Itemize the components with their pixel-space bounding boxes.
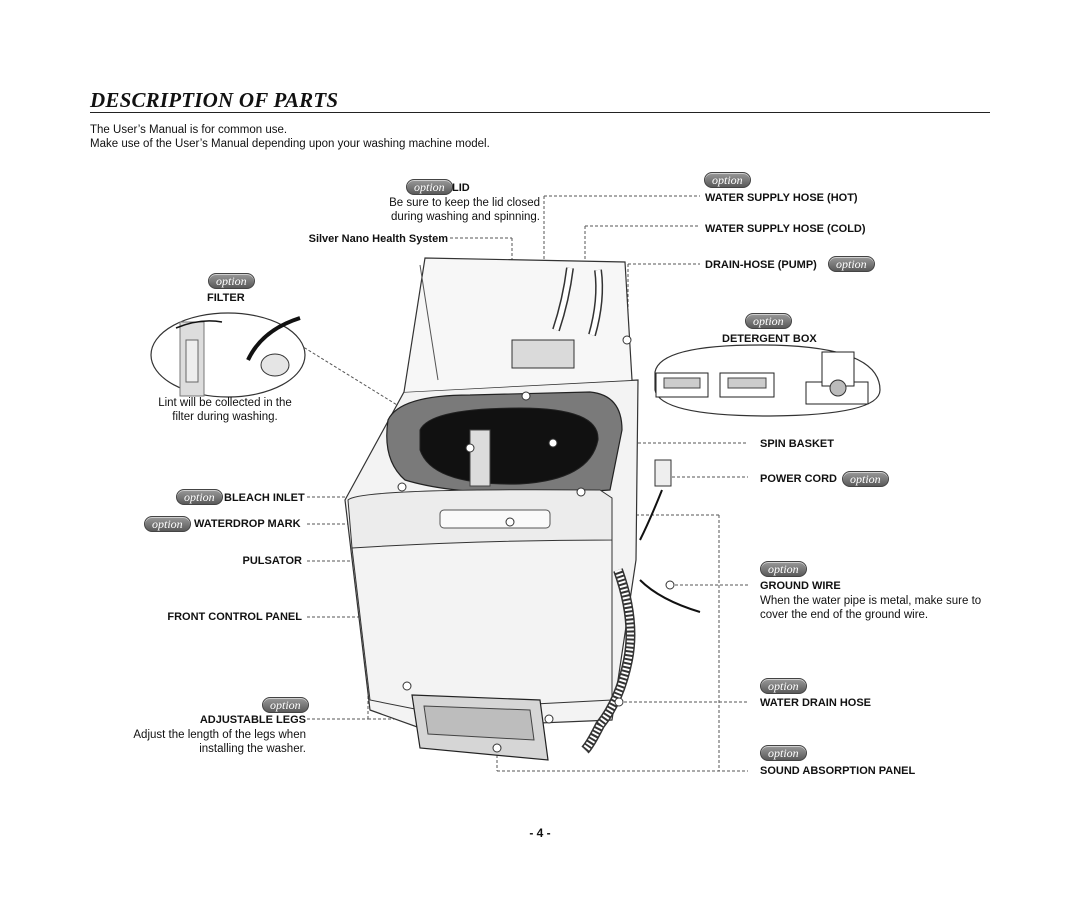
option-badge-ground-wire: option — [760, 561, 807, 577]
front-control-panel-label: FRONT CONTROL PANEL — [167, 611, 302, 623]
intro-line-1: The User’s Manual is for common use. — [90, 124, 288, 136]
pulsator-label: PULSATOR — [242, 555, 303, 567]
option-badge-waterdrop: option — [144, 516, 191, 532]
option-badge-drain-pump: option — [828, 256, 875, 272]
option-badge-power-cord: option — [842, 471, 889, 487]
lid-note-line-2: during washing and spinning. — [391, 211, 540, 223]
water-supply-cold-label: WATER SUPPLY HOSE (COLD) — [705, 223, 866, 235]
option-badge-bleach: option — [176, 489, 223, 505]
intro-line-2: Make use of the User’s Manual depending … — [90, 138, 490, 150]
silver-nano-label: Silver Nano Health System — [308, 233, 448, 245]
legs-note-line-1: Adjust the length of the legs when — [133, 729, 306, 741]
option-badge-water-drain: option — [760, 678, 807, 694]
detergent-box-label: DETERGENT BOX — [722, 333, 817, 345]
callout-dots — [397, 335, 675, 753]
water-supply-hot-label: WATER SUPPLY HOSE (HOT) — [705, 192, 858, 204]
water-drain-hose-label: WATER DRAIN HOSE — [760, 697, 872, 709]
filter-label: FILTER — [207, 292, 245, 304]
option-badge-sound-panel: option — [760, 745, 807, 761]
ground-note-line-1: When the water pipe is metal, make sure … — [760, 595, 982, 607]
title-rule — [90, 112, 990, 113]
option-badge-detergent: option — [745, 313, 792, 329]
bleach-inlet-label: BLEACH INLET — [224, 492, 305, 504]
adjustable-legs-label: ADJUSTABLE LEGS — [199, 714, 306, 726]
filter-note-line-2: filter during washing. — [172, 411, 278, 423]
lid-label: LID — [452, 182, 470, 194]
option-badge-water-supply: option — [704, 172, 751, 188]
ground-note-line-2: cover the end of the ground wire. — [760, 609, 929, 621]
washer-body — [344, 257, 701, 761]
lid-note-line-1: Be sure to keep the lid closed — [389, 197, 540, 209]
page-title: DESCRIPTION OF PARTS — [90, 88, 339, 112]
filter-note-line-1: Lint will be collected in the — [158, 397, 292, 409]
drain-hose-pump-label: DRAIN-HOSE (PUMP) — [705, 259, 817, 271]
spin-basket-label: SPIN BASKET — [760, 438, 834, 450]
option-badge-lid: option — [406, 179, 453, 195]
filter-inset — [150, 312, 306, 398]
legs-note-line-2: installing the washer. — [199, 743, 306, 755]
waterdrop-mark-label: WATERDROP MARK — [194, 518, 301, 530]
detergent-inset — [654, 344, 881, 417]
page-number: - 4 - — [529, 826, 551, 840]
ground-wire-label: GROUND WIRE — [760, 580, 841, 592]
option-badge-filter: option — [208, 273, 255, 289]
option-badge-legs: option — [262, 697, 309, 713]
power-cord-label: POWER CORD — [760, 473, 837, 485]
sound-absorption-panel-label: SOUND ABSORPTION PANEL — [760, 765, 916, 777]
